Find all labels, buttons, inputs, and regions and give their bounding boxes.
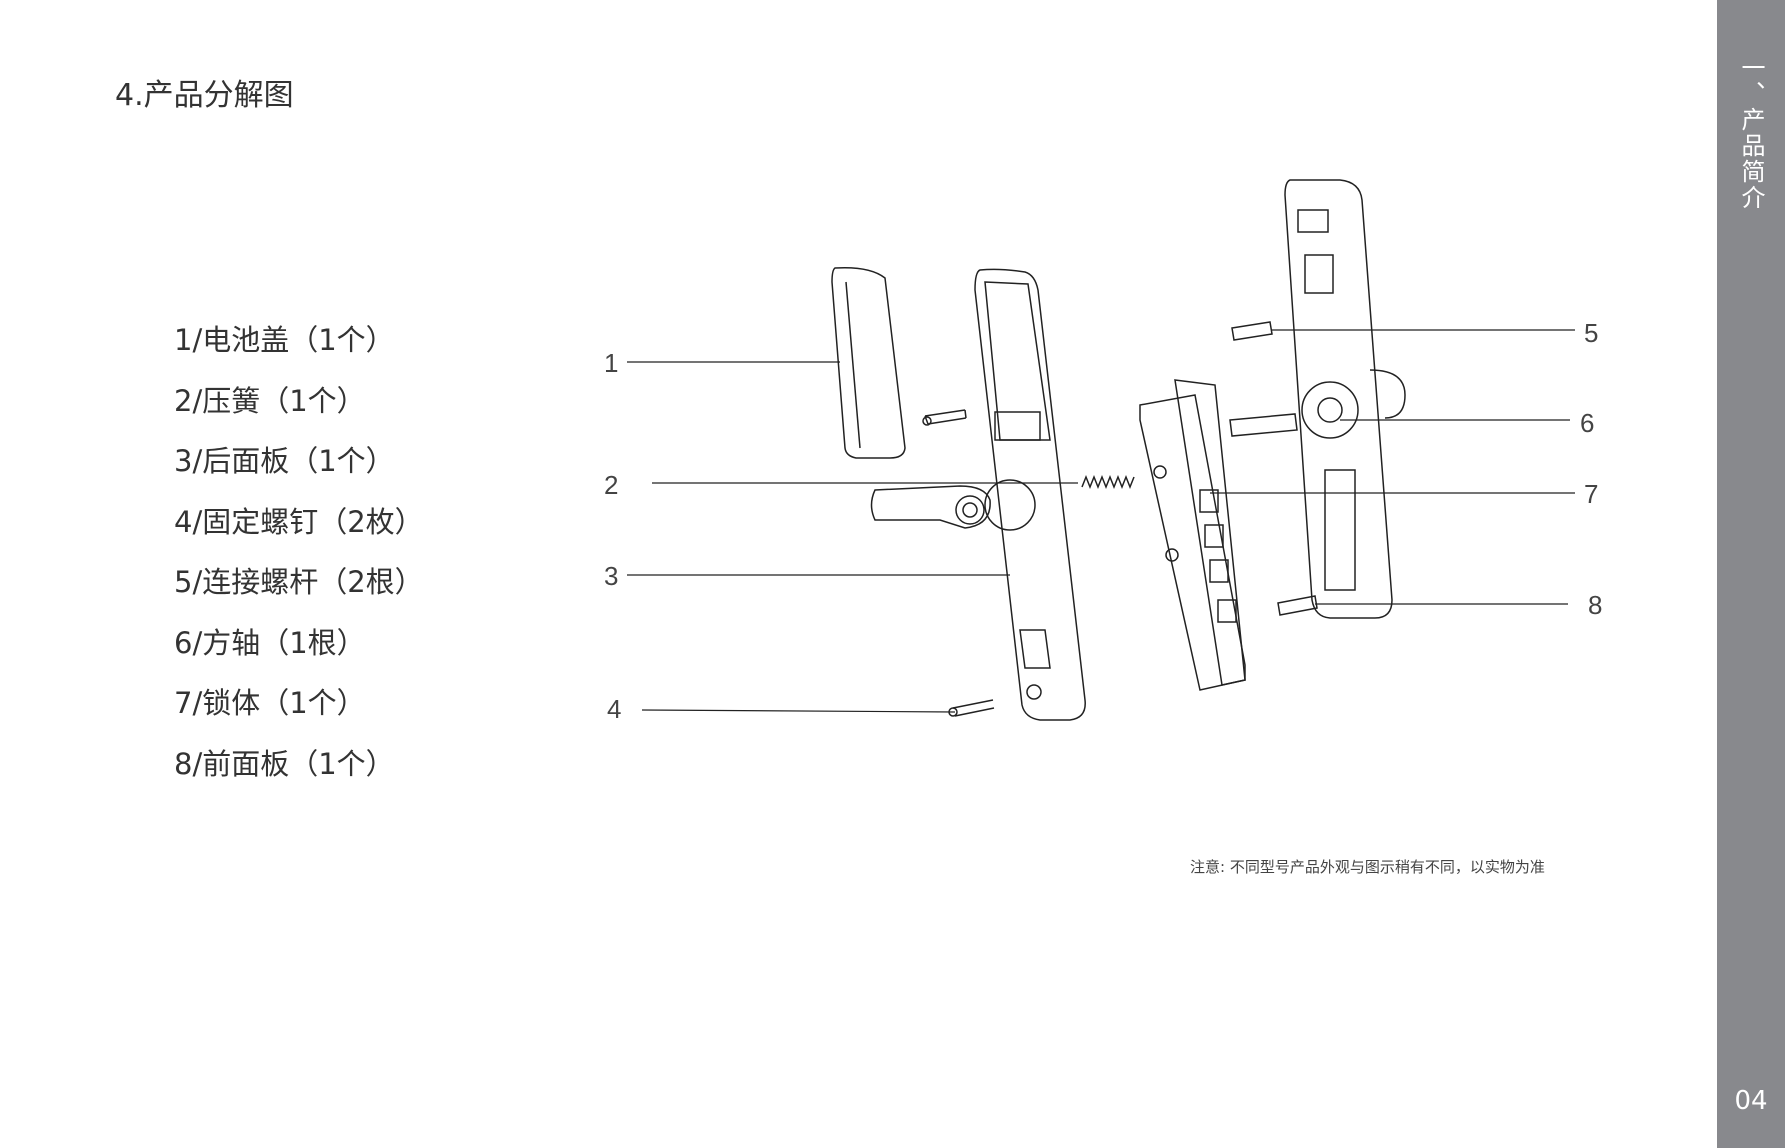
part-item: 3/后面板（1个） [174,444,395,478]
callout-1: 1 [604,348,618,378]
part-item: 1/电池盖（1个） [174,323,395,357]
callout-3: 3 [604,561,618,591]
callout-4: 4 [607,694,621,724]
part-item: 8/前面板（1个） [174,746,395,781]
handle [870,485,991,529]
callout-8: 8 [1588,590,1602,620]
part-item: 6/方轴（1根） [174,625,366,660]
front-panel [1284,179,1393,619]
page-number: 04 [1734,1086,1768,1116]
callout-5: 5 [1584,318,1598,348]
page-title: 4.产品分解图 [115,78,294,113]
part-item: 7/锁体（1个） [174,686,366,720]
callout-6: 6 [1580,408,1594,438]
part-item: 4/固定螺钉（2枚） [174,504,424,539]
callout-2: 2 [604,470,618,500]
back-panel [974,268,1086,721]
battery-cover [831,266,906,459]
callout-7: 7 [1584,479,1598,509]
section-sidebar: 一、产品简介 04 [1717,0,1785,1148]
part-item: 5/连接螺杆（2根） [174,565,424,599]
section-title: 一、产品简介 [1737,55,1765,211]
parts-list: 1/电池盖（1个） 2/压簧（1个） 3/后面板（1个） 4/固定螺钉（2枚） … [174,320,424,804]
disclaimer-note: 注意: 不同型号产品外观与图示稍有不同，以实物为准 [1190,858,1545,876]
spring [1081,474,1135,490]
lock-body [1139,394,1246,691]
part-item: 2/压簧（1个） [174,383,366,418]
